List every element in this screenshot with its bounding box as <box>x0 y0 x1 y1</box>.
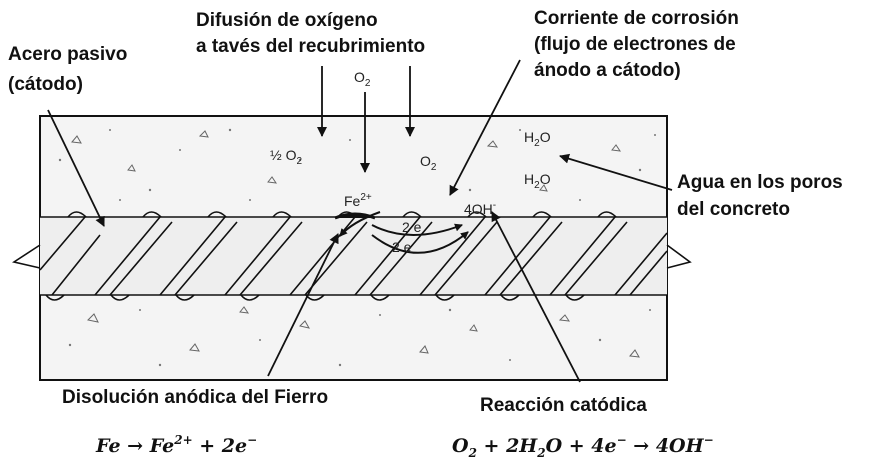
electron-label-1: 2 e <box>402 219 422 235</box>
electron-label-2: 2 e <box>392 239 412 255</box>
anodic-leader <box>267 233 339 377</box>
water-leader <box>559 153 673 191</box>
concrete-dots <box>58 128 656 367</box>
current-label-line2: (flujo de electrones de <box>534 34 736 55</box>
cathodic-label: Reacción catódica <box>480 395 647 416</box>
concrete-aggregate <box>71 130 640 358</box>
water-label-line2: del concreto <box>677 199 790 220</box>
h2o-bottom: H2O <box>524 171 551 191</box>
anode-pit <box>334 212 376 220</box>
fe-ion: Fe2+ <box>344 192 372 209</box>
hydroxide: 4OH- <box>464 200 496 217</box>
h2o-top: H2O <box>524 129 551 149</box>
half-o2: ½ O2 <box>270 147 302 167</box>
break-lines <box>11 244 692 269</box>
current-leader <box>449 59 521 196</box>
cathodic-equation: O2 + 2H2O + 4e− → 4OH− <box>452 433 714 460</box>
electron-arrow-2 <box>371 231 469 254</box>
water-label-line1: Agua en los poros <box>677 172 843 193</box>
diffusion-label-line1: Difusión de oxígeno <box>196 10 378 31</box>
electron-arrow-1 <box>371 223 463 236</box>
anodic-label: Disolución anódica del Fierro <box>62 387 328 408</box>
passive-label-line1: Acero pasivo <box>8 44 127 65</box>
o2-top: O2 <box>354 69 371 89</box>
anodic-equation: Fe → Fe2+ + 2e− <box>95 433 257 457</box>
passive-label-line2: (cátodo) <box>8 74 83 95</box>
o2-right: O2 <box>420 153 437 173</box>
diffusion-label-line2: a tavés del recubrimiento <box>196 36 425 57</box>
cathodic-leader <box>491 211 581 383</box>
steel-rebar <box>40 217 667 295</box>
current-label-line3: ánodo a cátodo) <box>534 60 681 81</box>
fe-return-arrow <box>339 211 381 237</box>
current-label-line1: Corriente de corrosión <box>534 8 739 29</box>
passive-leader <box>47 109 105 227</box>
